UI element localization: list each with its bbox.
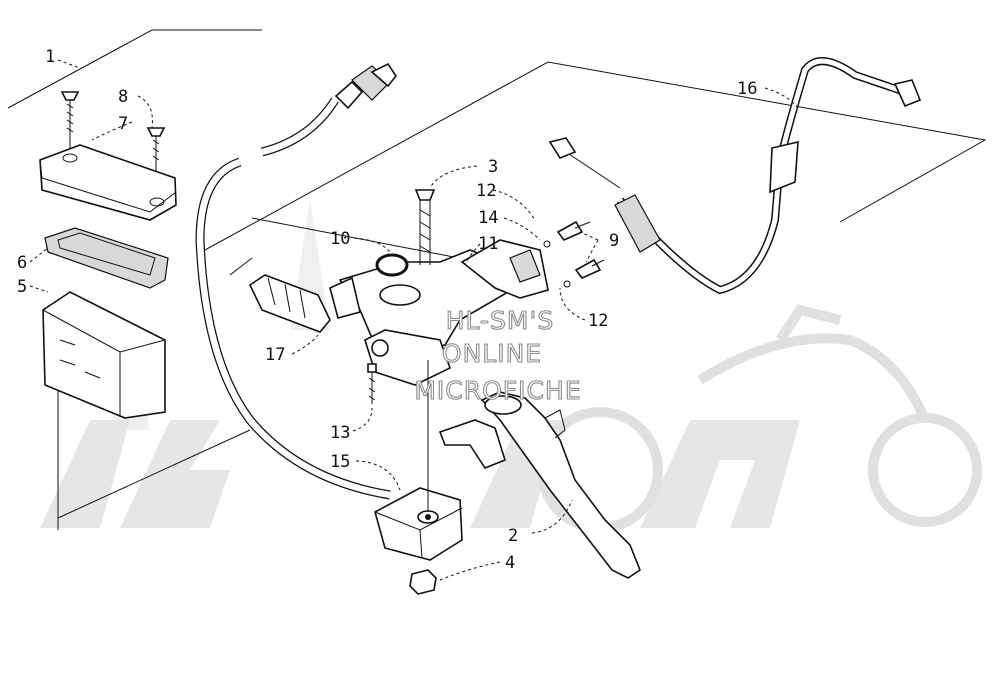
callout-labels: 1 2 3 4 5 6 7 8 9 10 11 12 12 13 14 15 1…	[17, 47, 757, 573]
callout-17: 17	[265, 345, 285, 365]
callout-14: 14	[478, 208, 498, 228]
brake-hose	[195, 97, 391, 500]
brake-lever	[438, 391, 641, 579]
site-watermark: HL-SM'S ONLINE MICROFICHE	[414, 305, 581, 405]
leader-lines	[29, 59, 799, 581]
callout-10: 10	[330, 229, 350, 249]
reservoir-cover	[39, 144, 177, 221]
callout-3: 3	[488, 157, 498, 177]
master-cylinder-body	[329, 239, 549, 386]
brake-switch-housing	[374, 360, 463, 561]
switch-screws-9	[543, 220, 605, 288]
callout-12-top: 12	[476, 181, 496, 201]
reservoir-diaphragm	[44, 227, 169, 289]
reservoir-body	[42, 291, 166, 419]
screw-13	[367, 363, 377, 404]
callout-13: 13	[330, 423, 350, 443]
hose-connector	[334, 62, 397, 110]
callout-1: 1	[45, 47, 55, 67]
watermark-line-3: MICROFICHE	[414, 376, 581, 405]
callout-15: 15	[330, 452, 350, 472]
callout-8: 8	[118, 87, 128, 107]
callout-6: 6	[17, 253, 27, 273]
o-ring	[375, 253, 409, 277]
callout-9: 9	[609, 231, 619, 251]
callout-2: 2	[508, 526, 518, 546]
reservoir-screw-left	[60, 91, 80, 150]
bolt-3	[414, 189, 436, 265]
throttle-cable	[548, 57, 922, 295]
callout-5: 5	[17, 277, 27, 297]
nut-4	[409, 569, 437, 595]
callout-12-bottom: 12	[588, 311, 608, 331]
watermark-line-2: ONLINE	[442, 339, 542, 368]
watermark-line-1: HL-SM'S	[446, 306, 555, 335]
callout-16: 16	[737, 79, 757, 99]
piston-assembly	[248, 274, 331, 333]
callout-11: 11	[478, 234, 498, 254]
callout-7: 7	[118, 114, 128, 134]
callout-4: 4	[505, 553, 515, 573]
